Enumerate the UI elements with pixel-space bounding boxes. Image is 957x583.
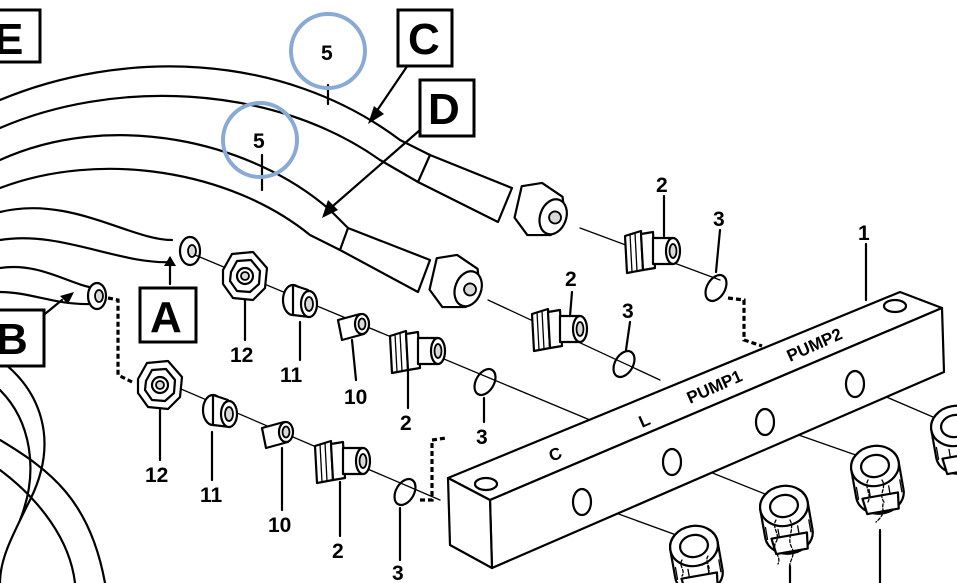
item-number-2: 2 <box>400 412 412 435</box>
item-number-11: 11 <box>200 484 223 507</box>
fitting-oring-3-hose-d <box>608 346 640 382</box>
item-number-3: 3 <box>713 208 725 231</box>
view-label-e: E <box>0 8 42 64</box>
item-number-11: 11 <box>280 364 303 387</box>
view-label-c: C <box>396 8 454 68</box>
view-label-b: B <box>0 308 46 368</box>
item-number-5: 5 <box>253 130 265 153</box>
item-numbers: 5 5 1 2 3 2 3 12 11 10 2 3 12 11 10 2 3 <box>145 42 870 583</box>
fitting-adapter-2-hose-c <box>623 229 682 275</box>
hoses <box>0 65 432 583</box>
view-label-d: D <box>418 78 476 138</box>
item-number-10: 10 <box>268 514 291 537</box>
fitting-sleeve-10-upper <box>336 312 371 342</box>
svg-text:B: B <box>0 315 28 364</box>
fitting-nut-12-lower <box>136 359 184 411</box>
fitting-oring-3-hose-c <box>700 270 732 306</box>
item-number-5: 5 <box>321 42 333 65</box>
item-number-2: 2 <box>656 174 668 197</box>
highlight-circle-5-upper <box>289 12 367 90</box>
hose-end-lower <box>338 226 483 309</box>
coupler-partial-edge <box>926 401 957 479</box>
fitting-adapter-2-upper <box>388 329 447 375</box>
svg-text:D: D <box>428 85 460 134</box>
svg-text:C: C <box>408 15 440 64</box>
item-number-2: 2 <box>565 268 577 291</box>
svg-text:E: E <box>0 15 23 64</box>
view-label-a: A <box>138 286 198 344</box>
highlight-circle-5-lower <box>221 101 299 179</box>
dust-cap-chains <box>680 479 885 583</box>
item-number-3: 3 <box>476 426 488 449</box>
tube-end-a <box>178 235 202 267</box>
leader-lines <box>38 60 868 562</box>
item-number-3: 3 <box>392 562 404 583</box>
fitting-sleeve-10-lower <box>260 420 295 450</box>
item-number-12: 12 <box>230 344 253 367</box>
fitting-elbow-11-upper <box>281 283 319 319</box>
item-number-1: 1 <box>858 222 870 245</box>
fitting-adapter-2-lower <box>313 439 372 485</box>
fitting-elbow-11-lower <box>201 393 239 429</box>
fitting-oring-3-upper <box>469 364 501 400</box>
item-number-10: 10 <box>344 386 367 409</box>
test-coupler-right <box>846 441 909 519</box>
svg-text:A: A <box>150 293 182 342</box>
tube-end-b <box>86 281 108 311</box>
test-coupler-middle <box>755 481 818 559</box>
dashed-connection-lines <box>107 296 763 502</box>
hose-end-upper <box>416 153 568 237</box>
test-coupler-left <box>665 521 728 583</box>
item-number-2: 2 <box>332 540 344 563</box>
fitting-nut-12-upper <box>221 250 269 302</box>
fitting-adapter-2-hose-d <box>530 307 589 353</box>
item-number-12: 12 <box>145 464 168 487</box>
item-number-3: 3 <box>622 300 634 323</box>
